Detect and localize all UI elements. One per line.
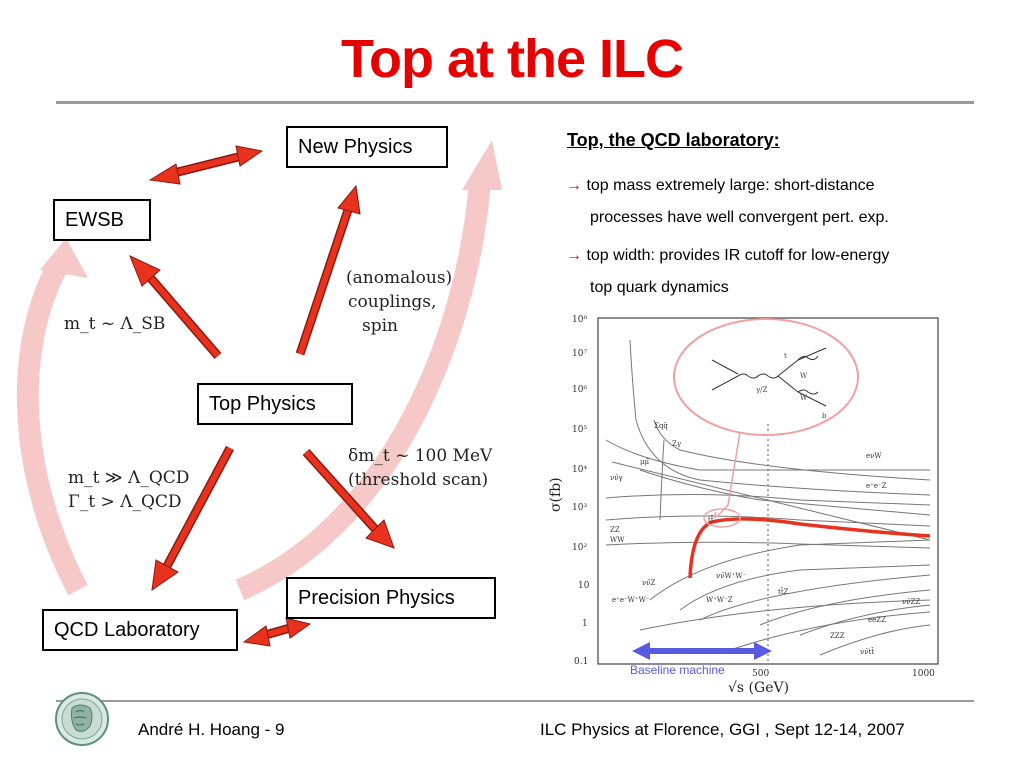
arrow-qcd-precision [242,617,312,647]
y-tick: 0.1 [574,657,588,667]
curve-label: νν̄ZZ [902,598,920,606]
arrow-top-newphysics [295,184,361,356]
svg-text:W: W [800,372,808,380]
y-tick: 10⁸ [572,315,587,325]
curve-label: tt̄Z [778,586,789,596]
arrow-top-precision [302,448,395,549]
big-curved-arrow-left [16,256,88,596]
y-tick: 10² [572,543,587,553]
curve-label: νν̄γ [610,474,623,482]
ttbar-curve-highlight [688,517,931,579]
curve-label: e⁺e⁻W⁺W⁻ [612,596,650,604]
bullet-1: → top mass extremely large: short-distan… [566,170,986,234]
curve-label: W⁺W⁻Z [706,596,733,604]
bullet-2-line2: top quark dynamics [590,279,729,296]
x-tick: 500 [752,669,769,679]
ttbar-threshold-circle [703,508,741,528]
baseline-machine-arrow [632,642,772,660]
y-tick: 10³ [572,503,587,513]
y-axis-label: σ(fb) [548,477,564,512]
bullet-1-line1: top mass extremely large: short-distance [586,177,875,194]
curve-label: WW [610,536,625,544]
curve-label: e⁺e⁻Z [866,482,887,490]
footer-divider [56,700,974,702]
bullet-arrow-icon: → [566,247,582,264]
x-tick: 1000 [912,669,935,679]
box-new-physics: New Physics [286,126,448,168]
title-divider [56,101,974,104]
curve-label: μμ̄ [640,458,650,466]
slide-title: Top at the ILC [341,29,684,89]
label-qcd-relation-1: m_t ≫ Λ_QCD [68,468,190,488]
box-qcd-laboratory: QCD Laboratory [42,609,238,651]
x-axis-label: √s (GeV) [728,680,789,696]
bullet-2-line1: top width: provides IR cutoff for low-en… [586,247,890,264]
y-tick: 10 [578,581,590,591]
label-threshold-1: δm_t ~ 100 MeV [348,446,493,466]
curve-label: νν̄tt̄ [860,646,874,656]
label-anomalous: (anomalous) [346,268,453,288]
bullet-2: → top width: provides IR cutoff for low-… [566,240,986,304]
institute-logo [55,692,109,746]
svg-text:t: t [784,352,787,360]
background-curves [605,339,931,656]
y-tick: 10⁵ [572,425,587,435]
curve-labels: Σqq̄ Zγ ZZ WW νν̄γ μμ̄ tt̄ νν̄Z νν̄W⁺W⁻ … [610,422,920,656]
y-tick: 1 [582,619,588,629]
footer-author: André H. Hoang - 9 [138,720,285,739]
feynman-labels: γ/Z W W t b [756,352,827,420]
curve-label: tt̄ [708,514,714,524]
curve-label: νν̄W⁺W⁻ [716,572,747,580]
big-curved-arrow-left-head [40,238,88,278]
arrow-top-qcd [151,445,234,592]
box-ewsb: EWSB [53,199,151,241]
zoom-pointer-line [713,431,741,518]
svg-text:γ/Z: γ/Z [756,386,768,394]
curve-label: ZZZ [830,632,845,640]
curve-label: ZZ [610,526,620,534]
bullet-1-line2: processes have well convergent pert. exp… [590,209,889,226]
curve-label: eνW [866,452,882,460]
bullet-arrow-icon: → [566,177,582,194]
y-tick: 10⁷ [572,349,587,359]
footer-event: ILC Physics at Florence, GGI , Sept 12-1… [540,720,905,739]
label-spin: spin [362,316,398,336]
big-curved-arrow-right-head [462,140,502,190]
curve-label: Zγ [672,440,681,448]
curve-label: Σqq̄ [654,422,668,430]
feynman-zoom-circle [673,318,859,436]
box-precision-physics: Precision Physics [286,577,496,619]
y-tick: 10⁴ [572,465,587,475]
big-curved-arrow-right [235,179,491,601]
label-couplings: couplings, [348,292,437,312]
arrow-top-ewsb [129,255,222,359]
label-threshold-2: (threshold scan) [348,470,489,490]
curve-label: eeZZ [868,616,886,624]
svg-text:W: W [800,394,808,402]
baseline-machine-label: Baseline machine [630,663,725,677]
label-ewsb-relation: m_t ~ Λ_SB [64,314,166,334]
curve-label: νν̄Z [642,579,656,587]
right-heading: Top, the QCD laboratory: [567,130,780,150]
label-qcd-relation-2: Γ_t > Λ_QCD [68,492,182,512]
feynman-diagram-sketch [711,347,827,407]
arrow-ewsb-newphysics [148,145,264,185]
y-tick: 10⁶ [572,385,587,395]
box-top-physics: Top Physics [197,383,353,425]
svg-text:b: b [822,412,827,420]
y-tick-labels: 10⁸ 10⁷ 10⁶ 10⁵ 10⁴ 10³ 10² 10 1 0.1 [572,315,590,667]
